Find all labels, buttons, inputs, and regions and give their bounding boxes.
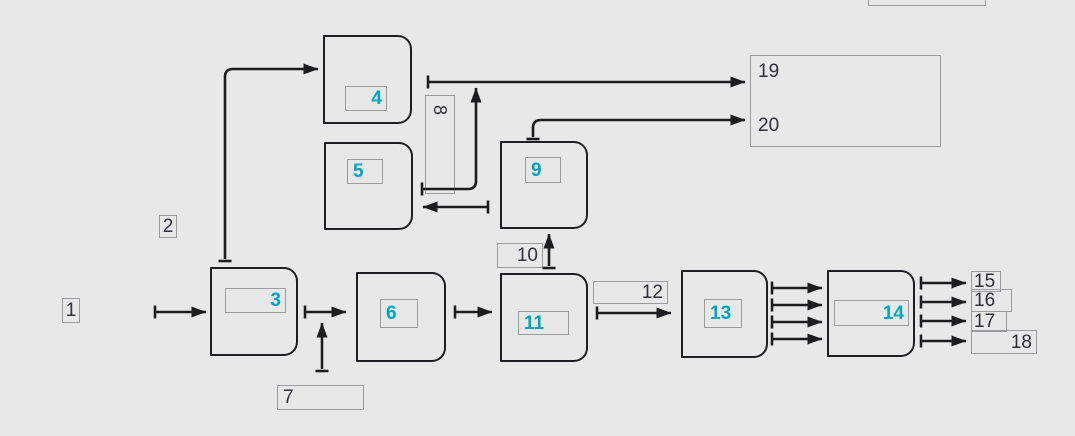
stream-tag-18: 18 [971,330,1037,354]
process-block-14: 14 [827,270,915,357]
process-block-4: 4 [323,35,412,124]
block-14-number: 14 [834,300,909,326]
cropped-box-top-right [868,0,986,6]
connector-11-to-13 [595,306,672,320]
process-block-3: 3 [210,267,298,356]
process-block-13: 13 [681,270,768,358]
block-9-number: 9 [525,157,561,183]
connector-14-to-16 [919,295,967,309]
connector-9-to-5 [422,200,490,214]
connector-3-to-6 [303,305,347,319]
connector-13-to-14-3 [770,315,823,329]
block-4-number: 4 [345,86,387,111]
block-11-number: 11 [518,311,569,335]
stream-tag-2: 2 [159,215,177,238]
connector-14-to-18 [919,334,967,348]
connector-14-to-15 [919,276,967,290]
process-block-5: 5 [324,142,413,230]
stream-tag-10: 10 [497,243,543,268]
connector-6-to-11 [453,305,493,319]
stream-tag-15: 15 [971,271,1001,292]
stream-tag-19: 19 [758,61,780,82]
stream-tag-7: 7 [277,385,364,410]
process-block-11: 11 [500,273,588,362]
connector-13-to-14-4 [770,332,823,346]
connector-11-to-9 [542,233,556,270]
connector-13-to-14-2 [770,298,823,312]
block-6-number: 6 [380,299,418,328]
connector-9-to-20 [526,114,746,141]
stream-tag-16: 16 [971,289,1012,312]
stream-tag-1: 1 [62,298,80,323]
stream-tag-8: 8 [425,95,455,194]
block-13-number: 13 [704,299,742,328]
process-block-9: 9 [500,141,588,229]
process-block-6: 6 [356,272,446,362]
stream-tag-8-text: 8 [429,104,450,116]
connector-4-to-19 [426,75,746,89]
connector-13-to-14-1 [770,281,823,295]
block-5-number: 5 [347,159,383,184]
stream-tag-12: 12 [593,281,668,304]
stream-tag-20: 20 [758,115,780,136]
connector-input1-to-3 [153,305,207,319]
output-box-19-20: 19 20 [750,55,941,147]
stream-tag-17: 17 [971,311,1007,332]
connector-7-to-stream [315,322,329,373]
connector-3-to-4 [218,63,319,263]
connector-14-to-17 [919,314,967,328]
block-3-number: 3 [225,288,286,313]
